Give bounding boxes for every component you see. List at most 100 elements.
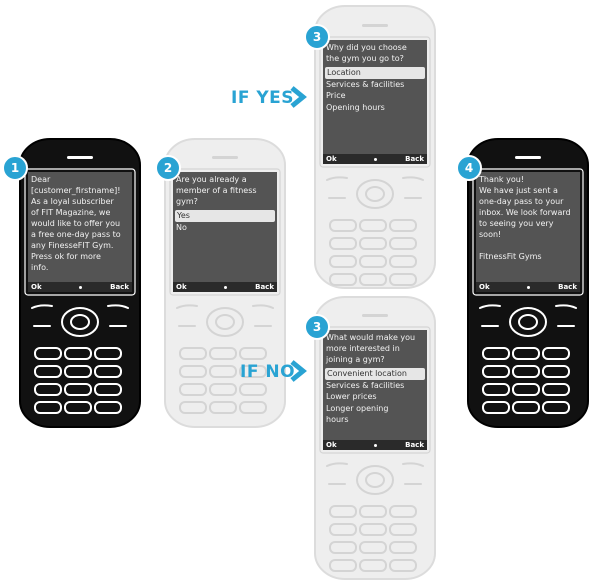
nav-ring — [206, 307, 244, 337]
number-key — [359, 505, 387, 518]
number-key — [542, 365, 570, 378]
ok-softkey[interactable]: Ok — [326, 441, 337, 449]
option-convenient-location[interactable]: Convenient location — [325, 368, 425, 380]
ok-softkey[interactable]: Ok — [31, 283, 42, 291]
number-key — [209, 401, 237, 414]
ok-softkey[interactable]: Ok — [479, 283, 490, 291]
softkey-bar: Ok Back — [28, 282, 132, 292]
softkey-bar: Ok Back — [323, 154, 427, 164]
step-badge: 3 — [304, 314, 330, 340]
number-key — [512, 401, 540, 414]
number-key — [359, 273, 387, 286]
number-key — [329, 541, 357, 554]
option-longer-opening[interactable]: Longer opening — [326, 403, 389, 413]
earpiece — [67, 156, 93, 159]
earpiece — [362, 24, 388, 27]
back-softkey[interactable]: Back — [558, 283, 577, 291]
earpiece — [362, 314, 388, 317]
branch-label-yes: IF YES — [231, 88, 295, 108]
number-key — [359, 219, 387, 232]
number-key — [209, 347, 237, 360]
option-no[interactable]: No — [176, 222, 187, 232]
option-longer-opening-cont: hours — [326, 415, 349, 424]
nav-ring — [509, 307, 547, 337]
softkey-bar: Ok Back — [323, 440, 427, 450]
nav-ring — [356, 465, 394, 495]
phone-step-3-no: What would make you more interested in j… — [311, 296, 441, 581]
center-dot-icon — [373, 444, 377, 447]
survey-question: What would make you more interested in j… — [326, 333, 416, 364]
keypad — [176, 304, 274, 414]
screen-bezel — [169, 168, 281, 296]
chevron-right-icon — [290, 86, 307, 108]
number-key — [359, 541, 387, 554]
option-price[interactable]: Price — [326, 91, 346, 100]
ok-softkey[interactable]: Ok — [326, 155, 337, 163]
number-key — [239, 401, 267, 414]
option-location[interactable]: Location — [325, 67, 425, 79]
number-key — [179, 383, 207, 396]
center-dot-icon — [223, 286, 227, 289]
number-key — [209, 383, 237, 396]
back-softkey[interactable]: Back — [110, 283, 129, 291]
center-dot-icon — [373, 158, 377, 161]
number-key — [542, 401, 570, 414]
number-key — [64, 383, 92, 396]
phone-step-3-yes: Why did you choose the gym you go to? Lo… — [311, 5, 441, 290]
number-key — [359, 523, 387, 536]
option-lower-prices[interactable]: Lower prices — [326, 392, 377, 401]
step-badge: 4 — [456, 155, 482, 181]
number-key — [389, 541, 417, 554]
number-key — [179, 365, 207, 378]
number-key — [359, 255, 387, 268]
number-key — [94, 383, 122, 396]
screen-bezel — [472, 168, 584, 296]
number-key — [179, 401, 207, 414]
select-key — [518, 314, 538, 330]
ok-softkey[interactable]: Ok — [176, 283, 187, 291]
nav-ring — [356, 179, 394, 209]
chevron-right-icon — [290, 360, 307, 382]
number-key — [482, 347, 510, 360]
number-key — [209, 365, 237, 378]
phone-screen: Thank you! We have just sent a one-day p… — [476, 172, 580, 292]
keypad — [31, 304, 129, 414]
option-list: Location Services & facilities Price Ope… — [323, 67, 427, 113]
number-key — [329, 219, 357, 232]
nav-ring — [61, 307, 99, 337]
number-key — [94, 365, 122, 378]
number-key — [512, 383, 540, 396]
number-key — [94, 401, 122, 414]
number-key — [389, 237, 417, 250]
option-services[interactable]: Services & facilities — [326, 79, 405, 89]
phone-screen: What would make you more interested in j… — [323, 330, 427, 450]
number-key — [239, 383, 267, 396]
option-yes[interactable]: Yes — [175, 210, 275, 222]
sms-message: Thank you! We have just sent a one-day p… — [479, 175, 571, 261]
option-services[interactable]: Services & facilities — [326, 380, 405, 390]
number-key — [389, 559, 417, 572]
number-key — [64, 401, 92, 414]
number-key — [179, 347, 207, 360]
screen-bezel — [319, 326, 431, 454]
step-badge: 3 — [304, 24, 330, 50]
number-key — [329, 273, 357, 286]
back-softkey[interactable]: Back — [255, 283, 274, 291]
number-key — [542, 347, 570, 360]
option-list: Yes No — [173, 210, 277, 233]
select-key — [365, 186, 385, 202]
number-key — [329, 237, 357, 250]
number-key — [542, 383, 570, 396]
number-key — [239, 347, 267, 360]
center-dot-icon — [78, 286, 82, 289]
earpiece — [515, 156, 541, 159]
back-softkey[interactable]: Back — [405, 441, 424, 449]
phone-screen: Why did you choose the gym you go to? Lo… — [323, 40, 427, 164]
back-softkey[interactable]: Back — [405, 155, 424, 163]
option-opening-hours[interactable]: Opening hours — [326, 102, 385, 112]
keypad — [479, 304, 577, 414]
phone-step-1: Dear [customer_firstname]! As a loyal su… — [8, 138, 141, 429]
number-key — [64, 365, 92, 378]
earpiece — [212, 156, 238, 159]
number-key — [329, 523, 357, 536]
